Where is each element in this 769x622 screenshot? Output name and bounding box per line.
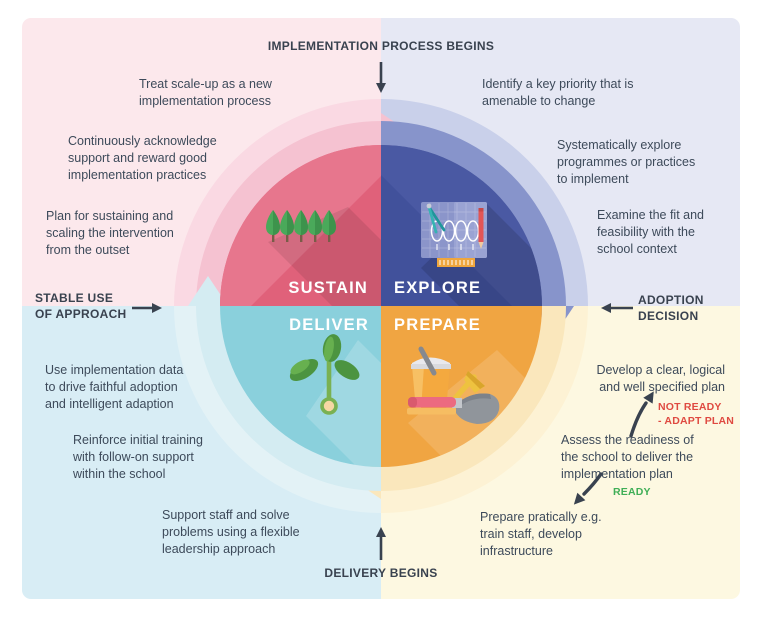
note-continuously-acknowledge: Continuously acknowledge support and rew… [68,134,217,182]
note-systematically-explore: Systematically explore programmes or pra… [557,138,696,186]
note-reinforce-training: Reinforce initial training with follow-o… [73,433,203,481]
note-examine-fit: Examine the fit and feasibility with the… [597,208,705,256]
note-plan-for-sustaining: Plan for sustaining and scaling the inte… [46,209,174,257]
adoption-decision-heading: ADOPTION DECISION [638,293,704,323]
stable-use-of-approach-heading: STABLE USE OF APPROACH [35,291,127,321]
note-support-staff: Support staff and solve problems using a… [162,508,300,556]
ready-tag: READY [613,486,651,498]
note-use-implementation-data: Use implementation data to drive faithfu… [45,363,184,411]
delivery-begins-heading: DELIVERY BEGINS [324,566,438,580]
note-develop-plan: Develop a clear, logical and well specif… [596,363,725,394]
note-identify-key-priority: Identify a key priority that is amenable… [482,77,634,108]
note-treat-scale-up: Treat scale-up as a new implementation p… [139,77,272,108]
not-ready-adapt-plan-tag: NOT READY - ADAPT PLAN [658,401,735,427]
note-assess-readiness: Assess the readiness of the school to de… [561,433,694,481]
note-prepare-practically: Prepare pratically e.g. train staff, dev… [480,510,602,558]
implementation-process-begins-heading: IMPLEMENTATION PROCESS BEGINS [267,39,495,53]
